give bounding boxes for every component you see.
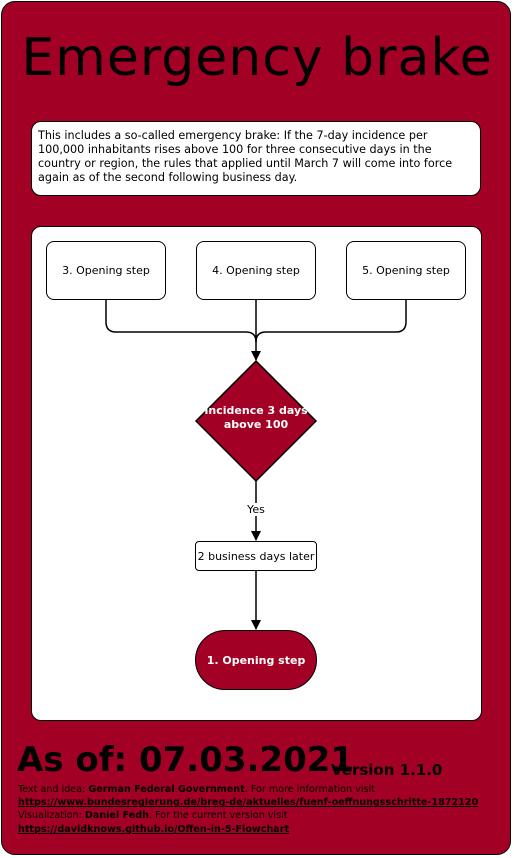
decision-label: Incidence 3 days above 100 — [204, 404, 308, 431]
result-terminal: 1. Opening step — [195, 630, 317, 690]
viz-credit-suffix: . For the current version visit — [148, 810, 288, 822]
opening-step-5-box: 5. Opening step — [346, 241, 466, 300]
viz-credit-line: Visualization: Daniel Fedh. For the curr… — [18, 809, 508, 822]
version-link[interactable]: https://davidknows.github.io/Offen-in-5-… — [18, 823, 290, 835]
connector-step3 — [105, 300, 257, 343]
version-label: Version 1.1.0 — [331, 761, 443, 779]
delay-box: 2 business days later — [195, 541, 317, 571]
text-credit-line: Text and idea: German Federal Government… — [18, 783, 508, 796]
opening-step-3-box: 3. Opening step — [46, 241, 166, 300]
connector-step5 — [255, 300, 407, 343]
viz-credit-author: Daniel Fedh — [84, 810, 149, 822]
viz-credit-prefix: Visualization: — [18, 810, 85, 822]
page-title: Emergency brake — [21, 28, 493, 88]
intro-text-box: This includes a so-called emergency brak… — [31, 121, 481, 196]
credits: Text and idea: German Federal Government… — [18, 783, 508, 836]
as-of-date: As of: 07.03.2021 — [17, 740, 355, 780]
text-credit-prefix: Text and idea: — [18, 784, 89, 795]
text-credit-suffix: . For more information visit — [244, 784, 375, 795]
yes-label: Yes — [236, 503, 276, 516]
text-credit-author: German Federal Government — [88, 784, 245, 795]
opening-step-4-box: 4. Opening step — [196, 241, 316, 300]
info-link[interactable]: https://www.bundesregierung.de/breg-de/a… — [18, 797, 479, 809]
